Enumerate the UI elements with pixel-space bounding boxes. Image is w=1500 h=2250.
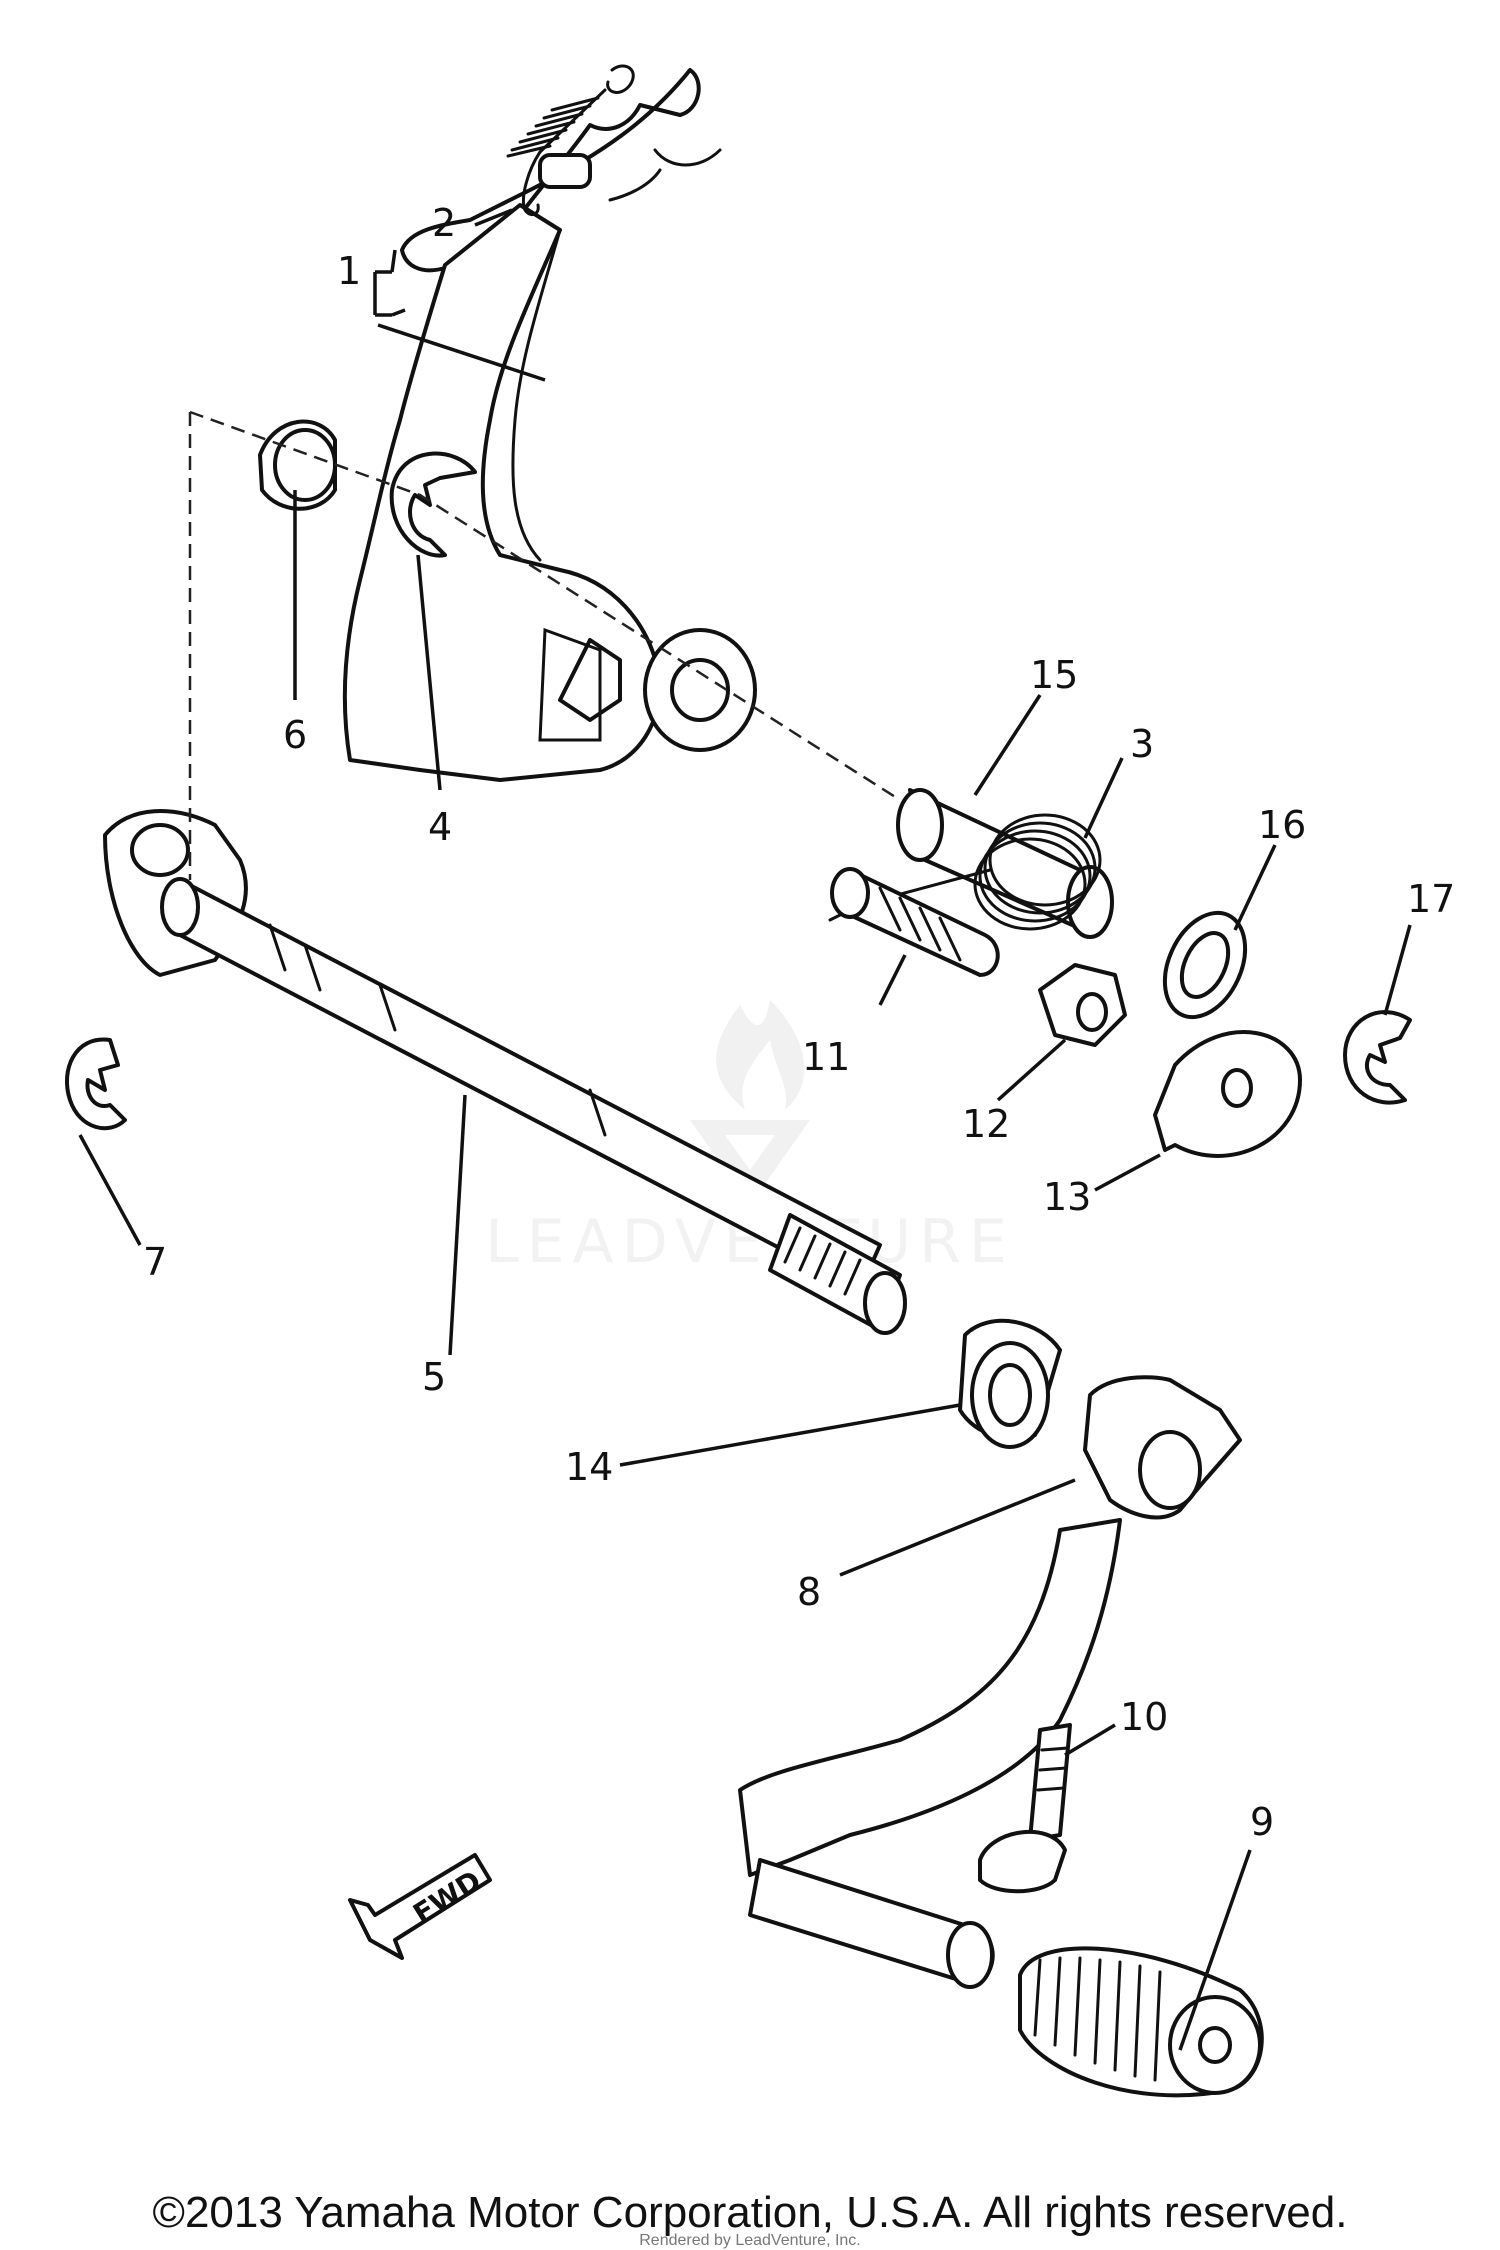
callout-4: 4 <box>428 805 452 849</box>
circlip-part-17 <box>1343 1010 1412 1105</box>
footpeg-rubber-part-9 <box>1018 1946 1264 2098</box>
callout-13: 13 <box>1043 1175 1091 1219</box>
callout-1: 1 <box>337 249 361 293</box>
plate-part-13 <box>1153 1030 1302 1158</box>
callout-9: 9 <box>1250 1800 1274 1844</box>
assembly-lines <box>188 410 901 880</box>
circlip-part-4 <box>389 451 477 558</box>
collar-part-14 <box>958 1318 1062 1449</box>
leadventure-logo: LEADVENTURE <box>485 1000 1007 1277</box>
nut-part-12 <box>1038 963 1127 1047</box>
spring-part-2 <box>506 64 635 217</box>
callout-5: 5 <box>422 1355 446 1399</box>
callout-11: 11 <box>802 1035 850 1079</box>
copyright-notice: ©2013 Yamaha Motor Corporation, U.S.A. A… <box>152 2188 1348 2237</box>
circlip-part-7 <box>64 1037 127 1131</box>
callout-16: 16 <box>1258 803 1306 847</box>
callout-2: 2 <box>432 201 456 245</box>
callout-17: 17 <box>1407 877 1455 921</box>
callout-10: 10 <box>1120 1695 1168 1739</box>
shift-arm-part-1 <box>342 68 757 782</box>
callout-6: 6 <box>283 713 307 757</box>
bushing-part-6 <box>258 419 337 511</box>
shaft-part-5 <box>103 809 907 1335</box>
bolt-part-11 <box>830 867 1000 977</box>
shift-pedal-part-8 <box>738 1375 1242 1989</box>
washer-part-16 <box>1162 910 1248 1020</box>
spring-part-3 <box>828 813 1102 931</box>
callout-12: 12 <box>962 1102 1010 1146</box>
callout-14: 14 <box>565 1445 613 1489</box>
callout-15: 15 <box>1030 653 1078 697</box>
fwd-arrow-icon: FWD <box>348 1853 492 1960</box>
callout-7: 7 <box>143 1240 167 1284</box>
leader-lines <box>78 208 1412 2051</box>
callouts: 1 2 3 4 5 6 7 8 9 10 11 12 13 14 15 16 1… <box>143 201 1455 1844</box>
bolt-part-10 <box>978 1723 1072 1894</box>
rendered-by-note: Rendered by LeadVenture, Inc. <box>639 2232 861 2249</box>
callout-8: 8 <box>797 1570 821 1614</box>
callout-3: 3 <box>1130 722 1154 766</box>
